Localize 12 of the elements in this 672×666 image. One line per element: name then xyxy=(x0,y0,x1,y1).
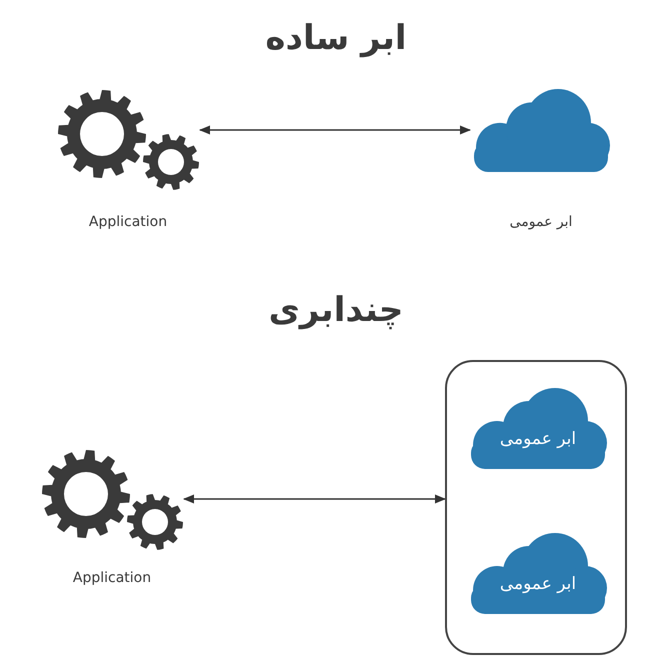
double-arrow xyxy=(182,494,446,504)
node-caption: Application xyxy=(88,214,168,230)
gears-icon xyxy=(58,88,200,190)
node-caption: Application xyxy=(72,570,152,586)
section-heading: ابر ساده xyxy=(265,18,407,58)
node-label: ابر عمومی xyxy=(498,574,578,594)
node-caption: ابر عمومی xyxy=(510,214,572,230)
section-heading: چندابری xyxy=(268,290,404,330)
double-arrow xyxy=(198,126,472,134)
gears-icon xyxy=(42,448,184,550)
group-box xyxy=(445,360,627,655)
node-label: ابر عمومی xyxy=(498,429,578,449)
